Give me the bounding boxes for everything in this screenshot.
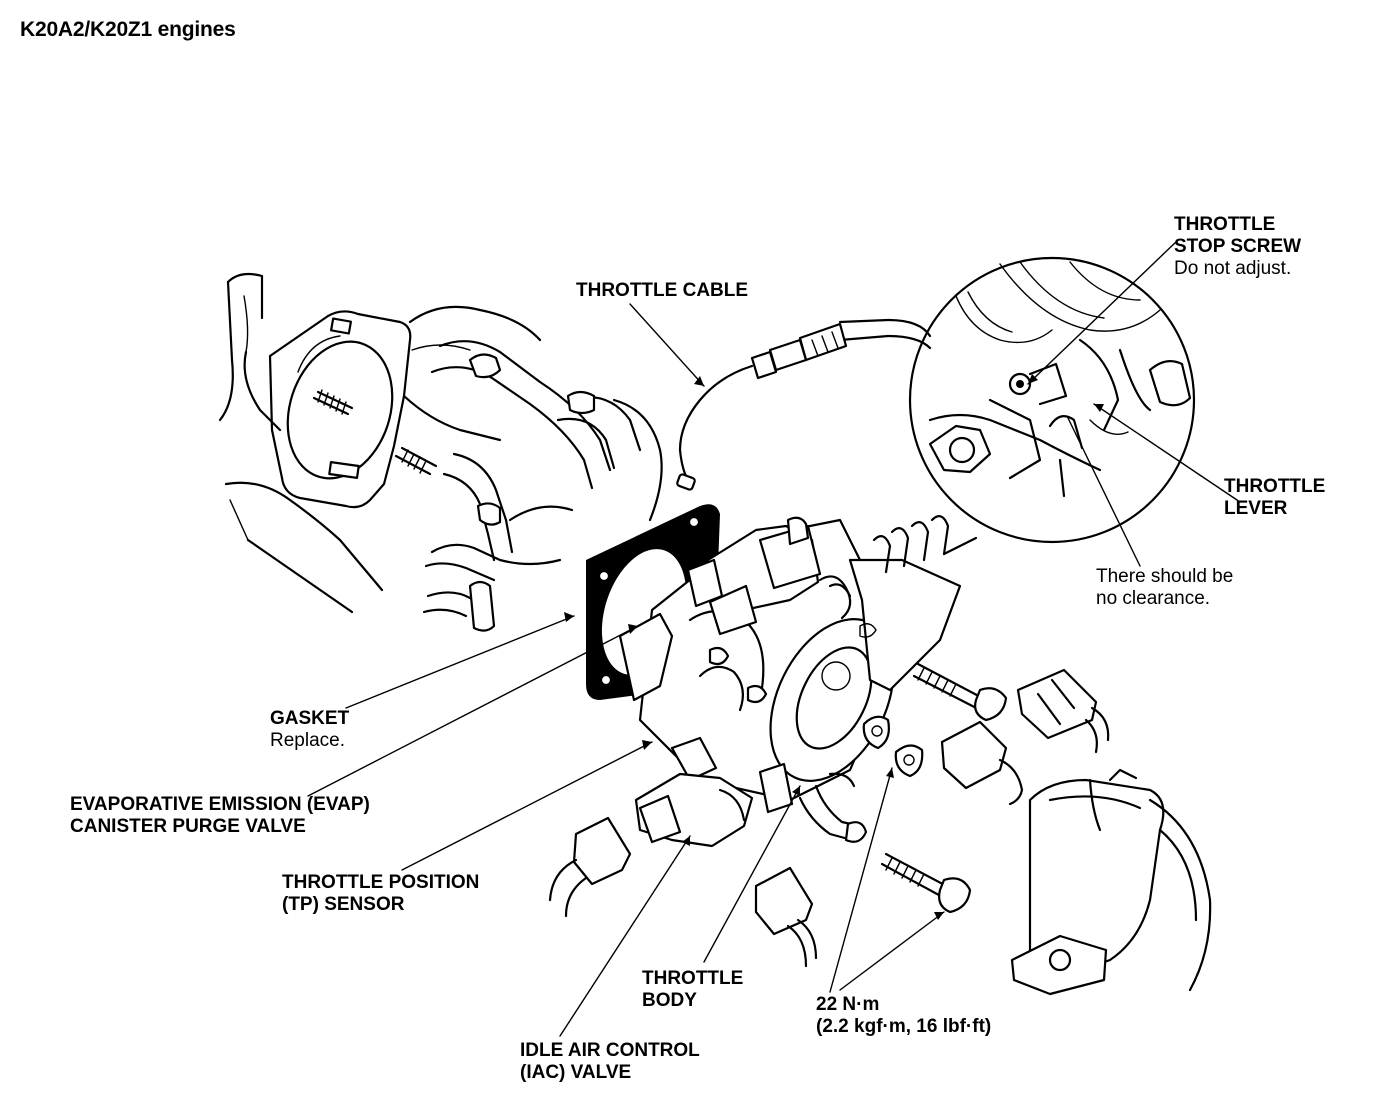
gasket-label: GASKET Replace. xyxy=(270,708,349,752)
tp-sensor-label-line1: THROTTLE POSITION xyxy=(282,872,480,893)
torque-spec-label: 22 N·m (2.2 kgf·m, 16 lbf·ft) xyxy=(816,994,991,1038)
torque-spec-line1: 22 N·m xyxy=(816,994,880,1015)
clearance-note-line1: There should be xyxy=(1096,566,1234,587)
evap-label-line2: CANISTER PURGE VALVE xyxy=(70,816,306,837)
throttle-body-label: THROTTLE BODY xyxy=(642,968,743,1012)
torque-spec-line2: (2.2 kgf·m, 16 lbf·ft) xyxy=(816,1016,992,1037)
throttle-stop-screw-line1: THROTTLE xyxy=(1174,214,1276,235)
throttle-cable-label-text: THROTTLE CABLE xyxy=(576,280,749,301)
throttle-lever-line1: THROTTLE xyxy=(1224,476,1326,497)
gasket-label-note: Replace. xyxy=(270,730,345,751)
connectors-and-fasteners xyxy=(548,662,1110,968)
throttle-cable-label: THROTTLE CABLE xyxy=(576,280,748,302)
throttle-stop-detail-circle xyxy=(908,256,1196,544)
throttle-body-label-line2: BODY xyxy=(642,990,697,1011)
throttle-body-drawing xyxy=(618,515,978,848)
throttle-stop-screw-note: Do not adjust. xyxy=(1174,258,1292,279)
tp-sensor-label-line2: (TP) SENSOR xyxy=(282,894,405,915)
iac-valve-label-line1: IDLE AIR CONTROL xyxy=(520,1040,700,1061)
clearance-note-label: There should be no clearance. xyxy=(1096,566,1233,610)
page-title: K20A2/K20Z1 engines xyxy=(20,18,236,41)
evap-label-line1: EVAPORATIVE EMISSION (EVAP) xyxy=(70,794,370,815)
throttle-stop-screw-label: THROTTLE STOP SCREW Do not adjust. xyxy=(1174,214,1301,280)
throttle-lever-label: THROTTLE LEVER xyxy=(1224,476,1325,520)
iac-valve-label: IDLE AIR CONTROL (IAC) VALVE xyxy=(520,1040,700,1084)
leader-lines xyxy=(307,239,1241,1037)
clearance-note-line2: no clearance. xyxy=(1096,588,1211,609)
evap-purge-valve-label: EVAPORATIVE EMISSION (EVAP) CANISTER PUR… xyxy=(70,794,370,838)
throttle-lever-line2: LEVER xyxy=(1224,498,1288,519)
gasket-label-name: GASKET xyxy=(270,708,350,729)
tp-sensor-label: THROTTLE POSITION (TP) SENSOR xyxy=(282,872,479,916)
iac-valve-label-line2: (IAC) VALVE xyxy=(520,1062,632,1083)
air-intake-duct-drawing xyxy=(1010,768,1212,996)
throttle-stop-screw-line2: STOP SCREW xyxy=(1174,236,1302,257)
throttle-cable-drawing xyxy=(676,318,932,491)
throttle-body-label-line1: THROTTLE xyxy=(642,968,744,989)
intake-manifold-drawing xyxy=(218,272,663,632)
